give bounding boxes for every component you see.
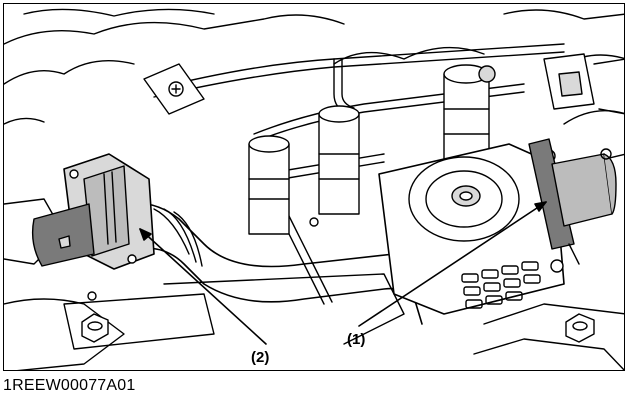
bracket-plate (143, 63, 205, 115)
engine-illustration (4, 8, 624, 370)
leader-lines (139, 201, 547, 345)
bolts (81, 148, 612, 343)
diagram-frame (3, 3, 625, 371)
connector-1 (528, 138, 617, 265)
callout-label-1: (1) (347, 331, 366, 348)
injector-columns (248, 64, 496, 235)
leader-line-2 (139, 228, 267, 345)
leader-line-1 (358, 201, 547, 327)
connector-2 (31, 153, 155, 270)
callout-label-2: (2) (251, 349, 270, 366)
lower-plate (63, 273, 405, 350)
vent-grille (461, 261, 541, 309)
figure-code: 1REEW00077A01 (3, 377, 136, 394)
upper-right-connector (543, 53, 624, 115)
solenoid-housing (378, 143, 565, 315)
